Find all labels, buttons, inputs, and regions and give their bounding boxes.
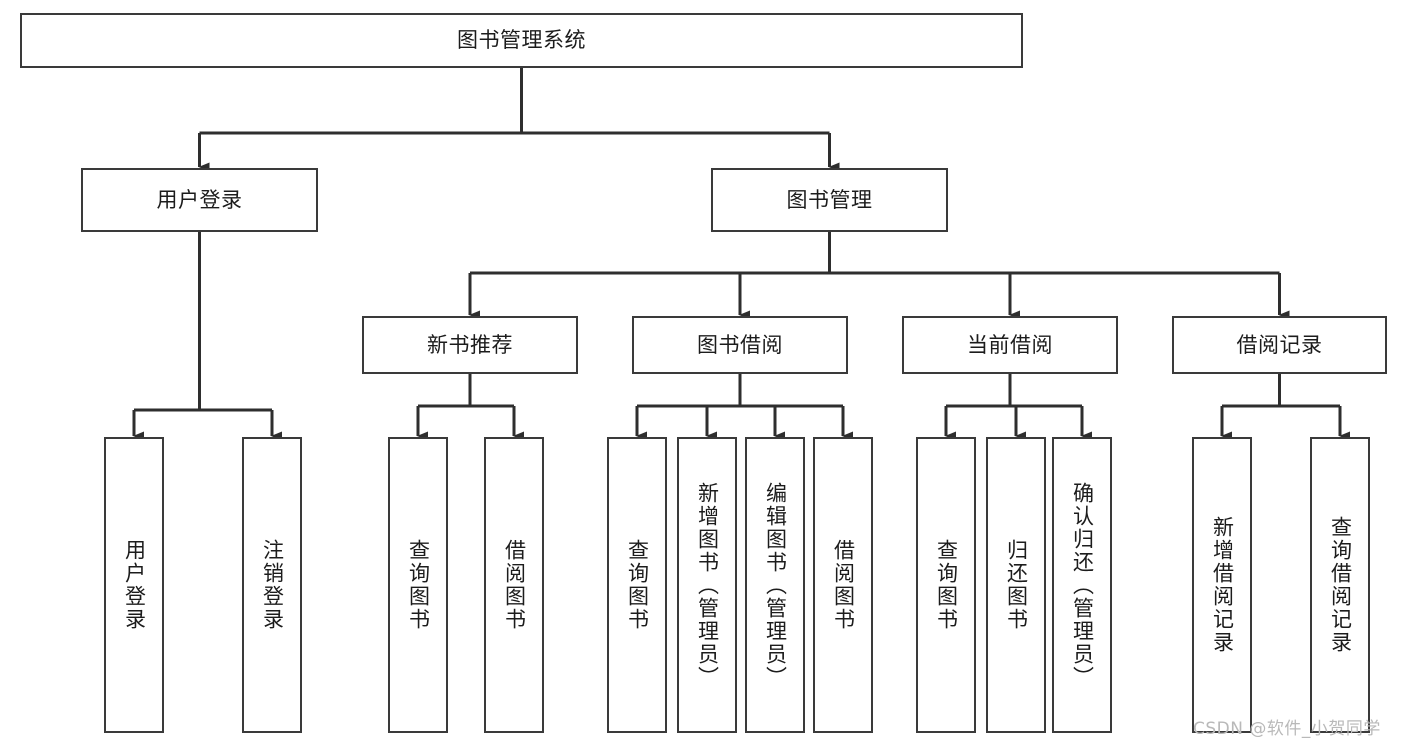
node-leaf-bb-borrow[interactable]: 借阅图书 bbox=[813, 437, 873, 733]
node-label-leaf-br-query: 查询借阅记录 bbox=[1328, 516, 1353, 654]
edge-lines bbox=[132, 68, 1350, 441]
node-label-book-manage: 图书管理 bbox=[786, 187, 873, 212]
node-user-login[interactable]: 用户登录 bbox=[81, 168, 318, 232]
node-current-borrow[interactable]: 当前借阅 bbox=[902, 316, 1118, 374]
node-leaf-br-query[interactable]: 查询借阅记录 bbox=[1310, 437, 1370, 733]
node-label-borrow-record: 借阅记录 bbox=[1236, 332, 1323, 357]
node-label-user-login: 用户登录 bbox=[156, 187, 243, 212]
node-label-book-borrow: 图书借阅 bbox=[697, 332, 783, 357]
node-leaf-cb-return[interactable]: 归还图书 bbox=[986, 437, 1046, 733]
node-label-leaf-bb-borrow: 借阅图书 bbox=[831, 539, 856, 631]
node-leaf-bb-edit[interactable]: 编辑图书（管理员） bbox=[745, 437, 805, 733]
node-leaf-bb-query[interactable]: 查询图书 bbox=[607, 437, 667, 733]
node-leaf-cb-query[interactable]: 查询图书 bbox=[916, 437, 976, 733]
node-leaf-br-add[interactable]: 新增借阅记录 bbox=[1192, 437, 1252, 733]
node-label-leaf-cb-return: 归还图书 bbox=[1004, 539, 1029, 631]
node-book-manage[interactable]: 图书管理 bbox=[711, 168, 948, 232]
node-label-leaf-bb-edit: 编辑图书（管理员） bbox=[763, 481, 788, 689]
node-leaf-cb-confirm[interactable]: 确认归还（管理员） bbox=[1052, 437, 1112, 733]
node-label-leaf-cb-confirm: 确认归还（管理员） bbox=[1070, 481, 1095, 689]
node-root[interactable]: 图书管理系统 bbox=[20, 13, 1023, 68]
node-new-book-rec[interactable]: 新书推荐 bbox=[362, 316, 578, 374]
csdn-watermark: CSDN @软件_小贺同学 bbox=[1193, 719, 1381, 739]
node-label-leaf-rec-query: 查询图书 bbox=[406, 539, 431, 631]
node-label-leaf-cb-query: 查询图书 bbox=[934, 539, 959, 631]
node-leaf-bb-add[interactable]: 新增图书（管理员） bbox=[677, 437, 737, 733]
node-book-borrow[interactable]: 图书借阅 bbox=[632, 316, 848, 374]
node-leaf-rec-borrow[interactable]: 借阅图书 bbox=[484, 437, 544, 733]
node-label-leaf-rec-borrow: 借阅图书 bbox=[502, 539, 527, 631]
node-label-leaf-user-logout: 注销登录 bbox=[260, 539, 285, 631]
node-label-root: 图书管理系统 bbox=[457, 28, 586, 53]
node-leaf-rec-query[interactable]: 查询图书 bbox=[388, 437, 448, 733]
node-borrow-record[interactable]: 借阅记录 bbox=[1172, 316, 1387, 374]
node-leaf-user-login[interactable]: 用户登录 bbox=[104, 437, 164, 733]
node-label-leaf-br-add: 新增借阅记录 bbox=[1210, 516, 1235, 654]
node-label-new-book-rec: 新书推荐 bbox=[427, 332, 513, 357]
node-label-current-borrow: 当前借阅 bbox=[967, 332, 1053, 357]
node-label-leaf-bb-query: 查询图书 bbox=[625, 539, 650, 631]
node-label-leaf-bb-add: 新增图书（管理员） bbox=[695, 481, 720, 689]
node-label-leaf-user-login: 用户登录 bbox=[122, 539, 147, 631]
node-leaf-user-logout[interactable]: 注销登录 bbox=[242, 437, 302, 733]
